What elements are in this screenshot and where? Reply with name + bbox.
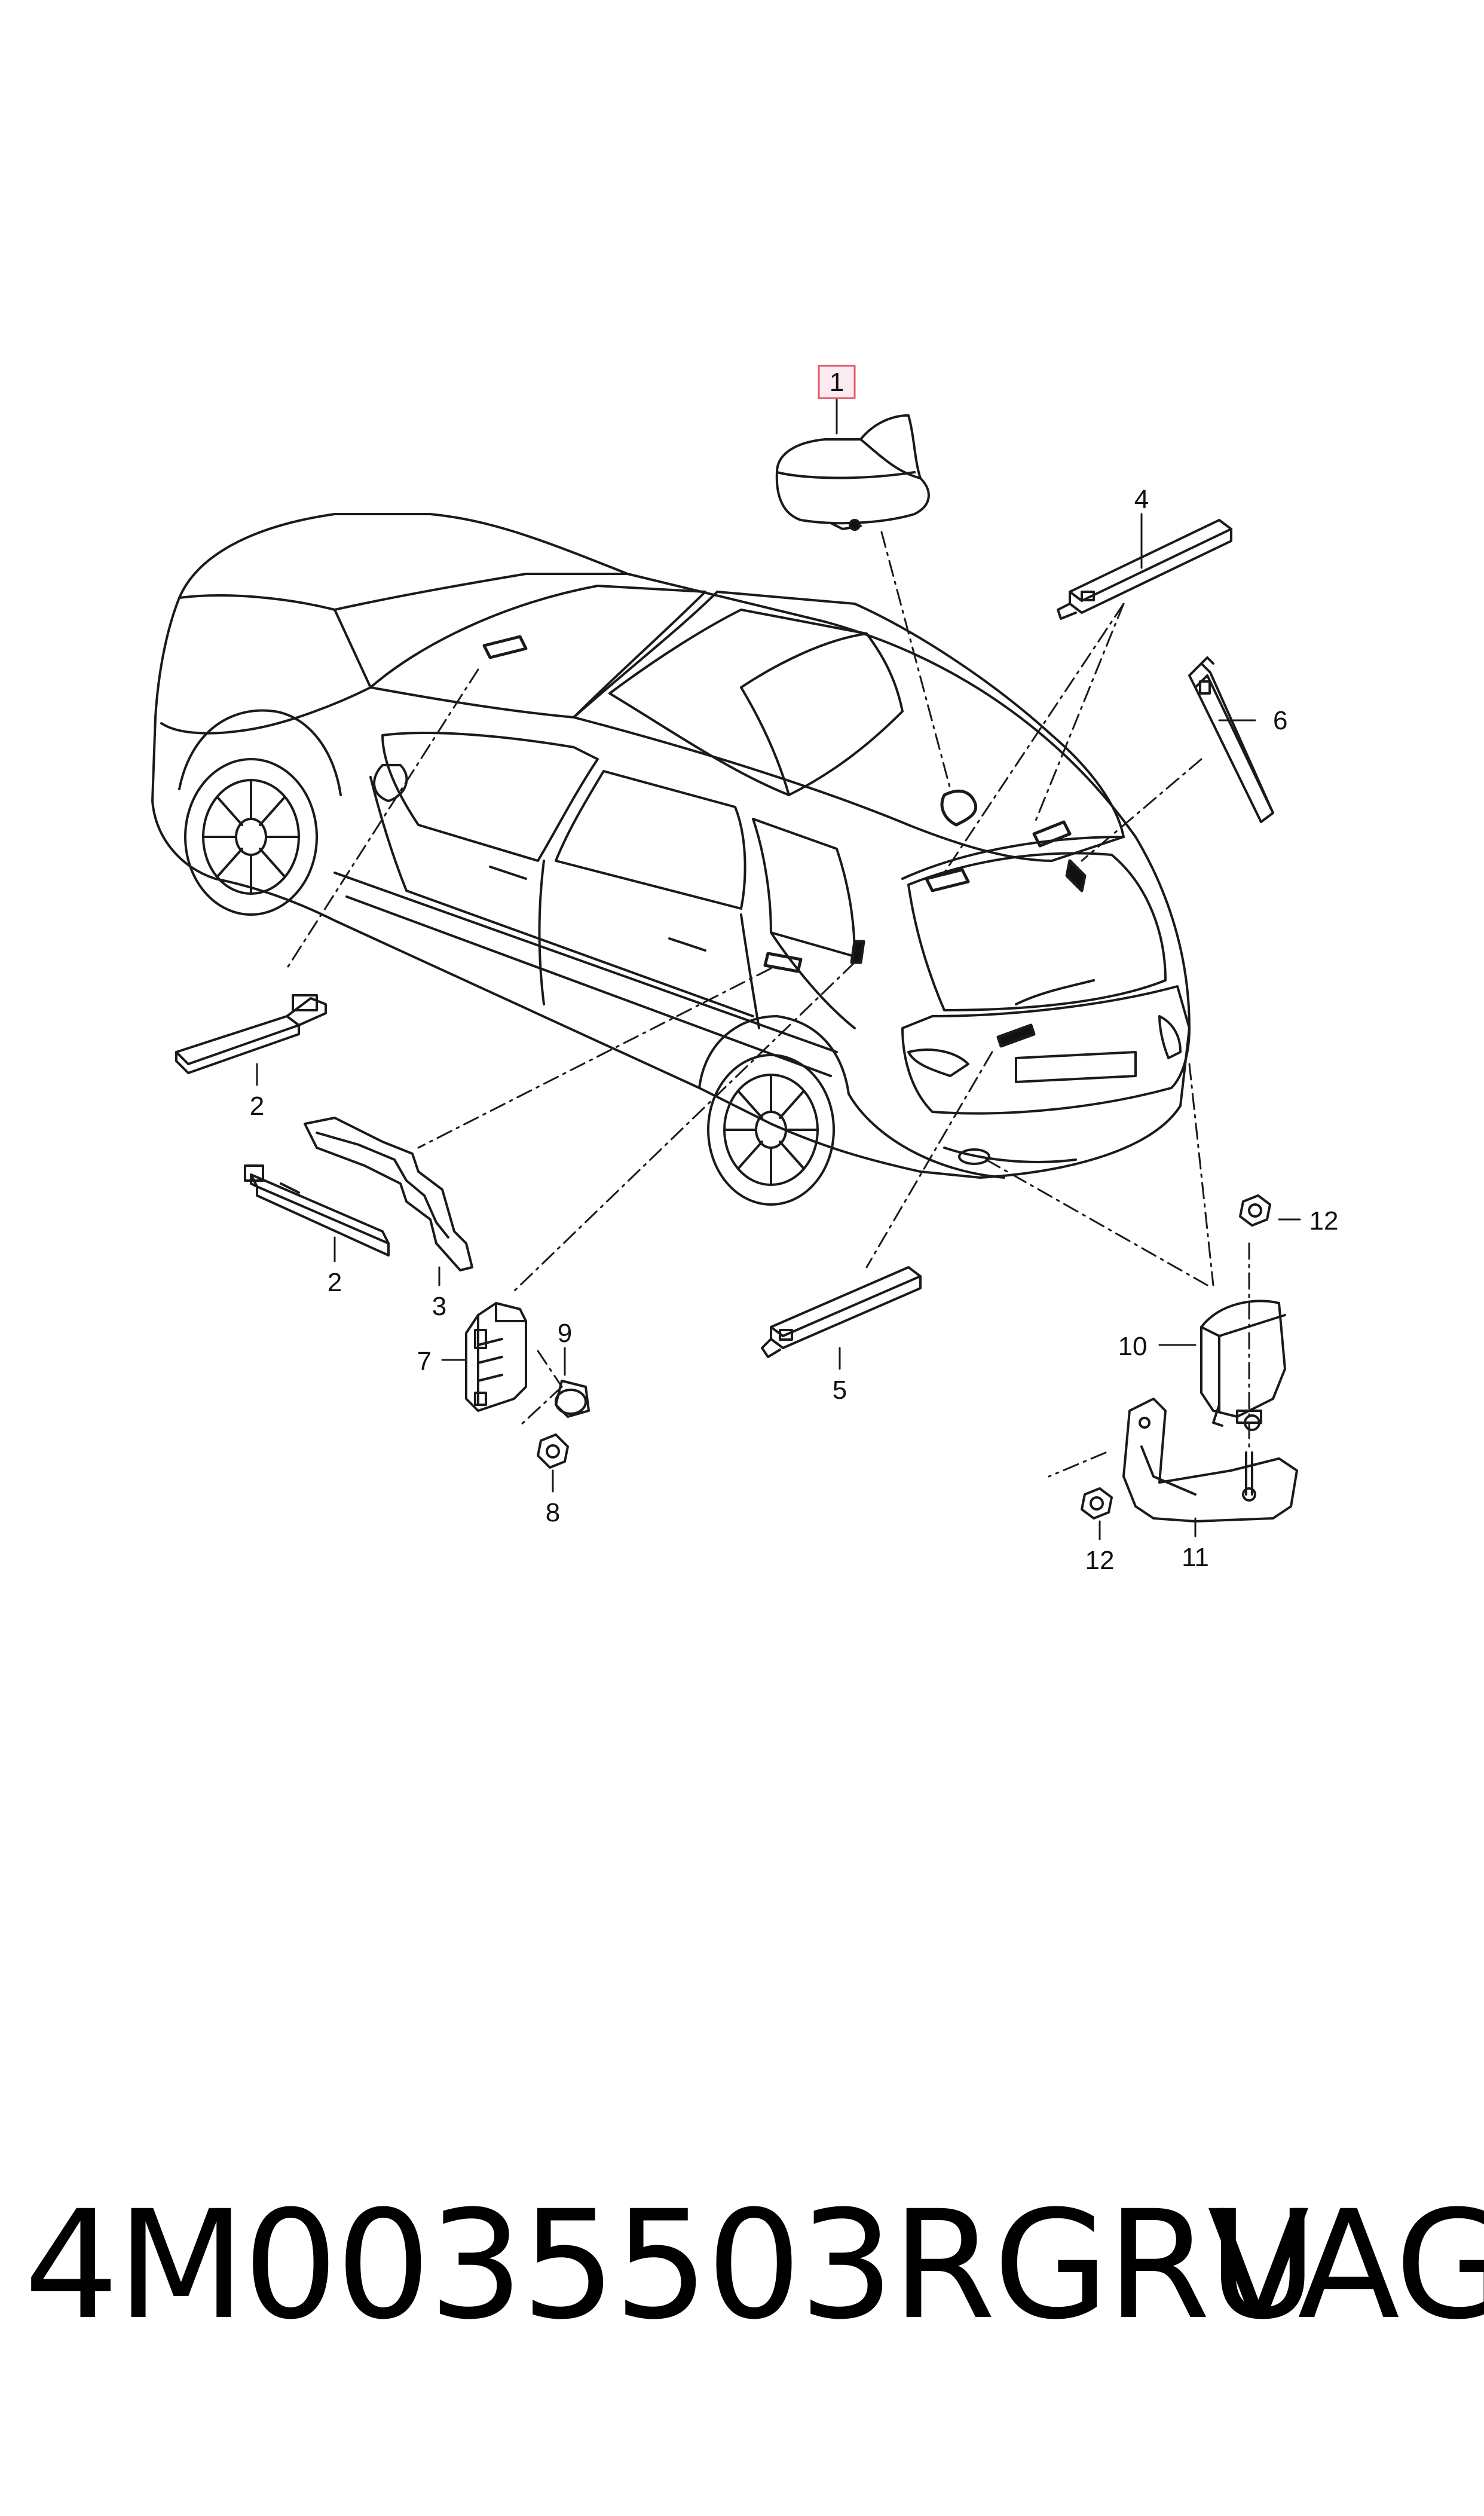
connector-7 [465,1302,527,1412]
part-number: 4M0035503RGRU [24,2178,1317,2352]
callout-2-top: 2 [250,1092,264,1121]
callout-6: 6 [1273,706,1287,735]
callout-5: 5 [833,1375,847,1405]
callout-1: 1 [830,368,844,397]
car-body [151,513,1191,1206]
antenna-module-4 [1057,519,1232,620]
bracket-plate-11 [1122,1398,1298,1523]
callout-7: 7 [417,1347,432,1376]
bracket-10 [1200,1300,1286,1431]
antenna-module-5 [761,1266,922,1358]
footer-caption: 4M0035503RGRU VAG [24,2176,1484,2355]
nut-12-top [1239,1194,1271,1227]
car-mount-markers [482,635,1087,1048]
callout-3: 3 [432,1292,446,1321]
callout-12-top: 12 [1309,1206,1339,1236]
gasket-3 [304,1117,473,1271]
callout-11: 11 [1182,1543,1209,1572]
callout-labels: 1 4 6 2 2 3 5 7 9 8 10 11 12 12 [250,365,1339,1575]
bolt-9 [555,1380,590,1418]
callout-10: 10 [1118,1332,1148,1361]
antenna-module-6 [1188,656,1274,823]
nut-12-bottom [1081,1487,1113,1520]
amplifier-2-bottom [244,1164,390,1257]
callout-12-bottom: 12 [1085,1546,1115,1575]
highlight-box [818,365,856,399]
callout-ticks [256,396,1301,1540]
leader-lines [286,531,1250,1478]
shark-fin-antenna [775,414,930,531]
nut-8 [537,1433,569,1469]
amplifier-2-top [175,994,327,1074]
callout-4: 4 [1134,485,1149,514]
brand-name: VAG [1207,2178,1484,2352]
callout-8: 8 [546,1498,560,1527]
callout-9: 9 [558,1319,572,1348]
callout-2-bottom: 2 [328,1268,342,1297]
